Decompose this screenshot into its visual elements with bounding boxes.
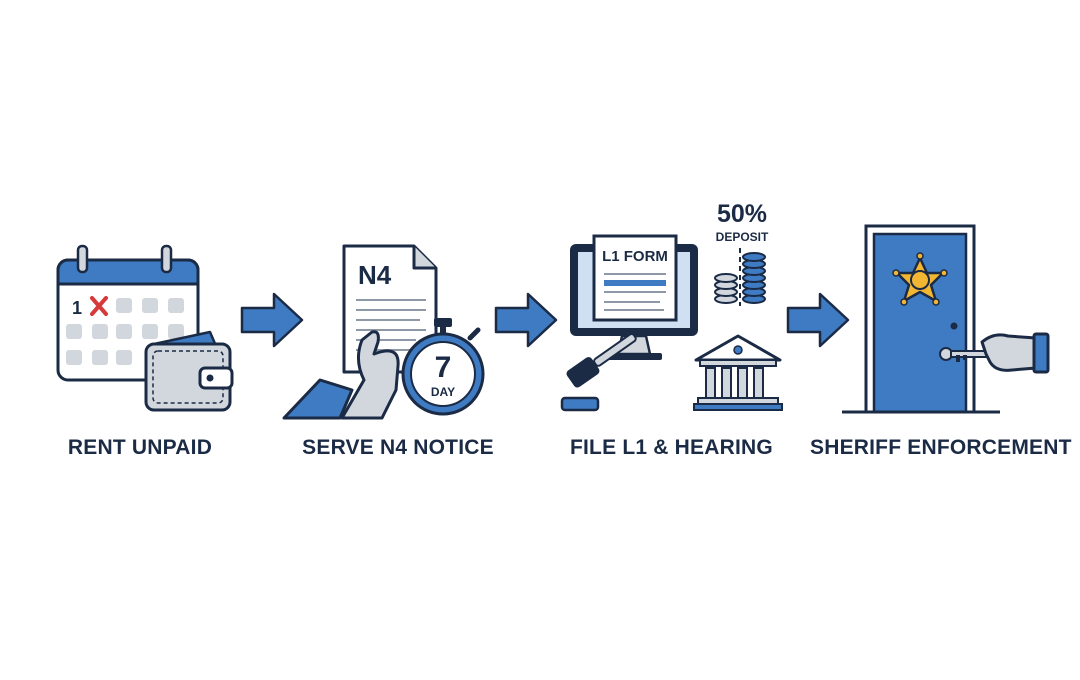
step-label: SHERIFF ENFORCEMENT — [810, 436, 1072, 459]
step-label: SERVE N4 NOTICE — [302, 436, 494, 459]
deposit-text: DEPOSIT — [716, 230, 769, 244]
key-icon — [939, 347, 988, 362]
door-icon — [842, 224, 1000, 414]
step-label: RENT UNPAID — [67, 436, 213, 459]
deposit-percent: 50% — [717, 200, 767, 228]
wallet-icon — [144, 330, 234, 412]
l1-form-document: L1 FORM — [592, 234, 678, 322]
sheriff-star-icon — [892, 252, 948, 306]
l1-form-title: L1 FORM — [602, 248, 668, 265]
calendar-day-number: 1 — [72, 298, 82, 318]
timer-number: 7 — [435, 351, 452, 384]
notice-stopwatch-icon: N4 — [282, 244, 485, 420]
calendar-icon: 1 — [56, 244, 200, 382]
hand-icon — [282, 330, 400, 420]
calendar-wallet-icon: 1 — [56, 244, 234, 412]
hand-icon — [980, 332, 1050, 374]
arrow-right-icon — [786, 292, 850, 348]
step-label: FILE L1 & HEARING — [570, 436, 773, 459]
gavel-icon — [560, 333, 637, 412]
stopwatch-icon: 7 DAY — [401, 318, 485, 416]
n4-form-title: N4 — [358, 260, 392, 290]
step-serve-n4: N4 — [280, 240, 500, 420]
step-rent-unpaid: 1 — [50, 240, 240, 420]
unpaid-x-mark — [90, 296, 108, 316]
coin-stack-icon — [714, 248, 766, 306]
door-sheriff-key-icon — [842, 224, 1050, 414]
arrow-right-icon — [240, 292, 304, 348]
step-sheriff-enforcement — [836, 222, 1056, 418]
courthouse-icon — [693, 334, 783, 411]
computer-gavel-bank-icon: 50% DEPOSIT L1 FORM — [560, 200, 783, 412]
step-file-l1: 50% DEPOSIT L1 FORM — [552, 196, 792, 420]
timer-unit: DAY — [431, 385, 455, 399]
arrow-right-icon — [494, 292, 558, 348]
